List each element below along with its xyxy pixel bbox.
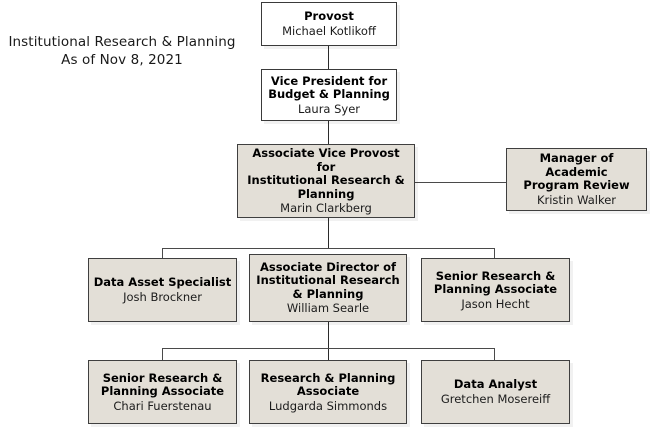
- org-node-person: Laura Syer: [297, 101, 361, 116]
- org-node-role-line-3: Planning: [297, 186, 355, 201]
- org-node-person: Marin Clarkberg: [280, 201, 372, 215]
- org-node-role-line-1: Associate Vice Provost for: [252, 146, 400, 174]
- org-node-assoc-vice-provost[interactable]: Associate Vice Provost for Institutional…: [237, 144, 415, 218]
- org-node-role-line-1: Senior Research &: [435, 268, 556, 283]
- org-node-person: Jason Hecht: [461, 296, 530, 311]
- org-node-role-line-2: Institutional Research: [256, 273, 400, 288]
- org-node-role-line-2: Institutional Research &: [247, 173, 405, 187]
- org-node-role-line-1: Manager of Academic: [539, 151, 614, 179]
- connector-avp-to-manager: [415, 182, 506, 183]
- connector-avp-down: [328, 218, 329, 249]
- org-node-role-line-3: & Planning: [292, 286, 364, 301]
- connector-vp-to-avp: [328, 120, 329, 144]
- connector-row3-stub-left: [162, 248, 163, 258]
- connector-row3-stub-right: [494, 248, 495, 258]
- connector-row4-bus: [162, 348, 495, 349]
- chart-title-line-1: Institutional Research & Planning: [8, 34, 236, 50]
- chart-title: Institutional Research & Planning As of …: [4, 33, 240, 69]
- org-node-senior-research-associate-fuerstenau[interactable]: Senior Research & Planning Associate Cha…: [88, 360, 237, 424]
- org-node-role-line-1: Vice President for: [270, 73, 388, 88]
- connector-row4-stub-right: [494, 348, 495, 360]
- org-node-role-line-1: Associate Director of: [259, 259, 397, 274]
- org-node-assoc-director[interactable]: Associate Director of Institutional Rese…: [249, 254, 407, 322]
- org-node-person: William Searle: [286, 301, 370, 316]
- connector-row4-stub-left: [162, 348, 163, 360]
- connector-row3-bus: [162, 248, 495, 249]
- org-node-provost[interactable]: Provost Michael Kotlikoff: [261, 2, 397, 46]
- org-node-role-line-2: Program Review: [523, 178, 630, 193]
- org-node-role-line-2: Planning Associate: [100, 384, 225, 398]
- org-node-vp-budget-planning[interactable]: Vice President for Budget & Planning Lau…: [261, 69, 397, 121]
- chart-title-line-2: As of Nov 8, 2021: [61, 52, 183, 68]
- org-node-senior-research-associate-hecht[interactable]: Senior Research & Planning Associate Jas…: [421, 258, 570, 322]
- org-node-person: Chari Fuerstenau: [113, 398, 212, 413]
- org-node-person: Kristin Walker: [536, 192, 617, 207]
- org-node-data-asset-specialist[interactable]: Data Asset Specialist Josh Brockner: [88, 258, 237, 322]
- org-node-role-line-1: Senior Research &: [102, 370, 223, 385]
- org-node-role-line-1: Research & Planning: [260, 370, 396, 385]
- connector-provost-to-vp: [328, 46, 329, 70]
- org-node-role: Data Asset Specialist: [93, 275, 232, 290]
- org-node-role-line-2: Budget & Planning: [268, 87, 390, 101]
- org-node-person: Ludgarda Simmonds: [268, 398, 388, 413]
- org-node-role: Data Analyst: [453, 377, 538, 392]
- org-node-role-line-2: Planning Associate: [433, 282, 558, 296]
- org-node-person: Josh Brockner: [123, 289, 202, 304]
- org-node-manager-academic-program-review[interactable]: Manager of Academic Program Review Krist…: [506, 148, 647, 211]
- org-node-person: Gretchen Mosereiff: [440, 391, 551, 406]
- org-node-data-analyst[interactable]: Data Analyst Gretchen Mosereiff: [421, 360, 570, 424]
- org-node-person: Michael Kotlikoff: [282, 23, 376, 38]
- org-node-role: Provost: [304, 9, 354, 24]
- org-node-research-planning-associate[interactable]: Research & Planning Associate Ludgarda S…: [249, 360, 407, 424]
- org-node-role-line-2: Associate: [296, 384, 360, 398]
